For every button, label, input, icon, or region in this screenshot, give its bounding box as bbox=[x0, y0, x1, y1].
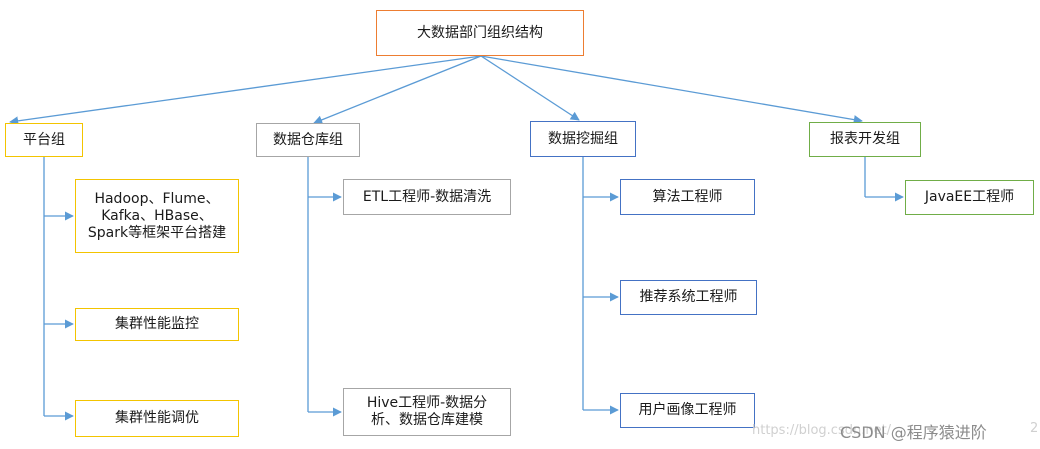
node-hive-engineer: Hive工程师-数据分析、数据仓库建模 bbox=[343, 388, 511, 436]
node-algorithm-engineer: 算法工程师 bbox=[620, 179, 755, 215]
group-node-label: 平台组 bbox=[23, 131, 65, 148]
group-node-warehouse: 数据仓库组 bbox=[256, 123, 360, 157]
arrow-root-to-mining-group bbox=[480, 55, 580, 121]
node-label: Hive工程师-数据分析、数据仓库建模 bbox=[366, 395, 488, 428]
group-node-label: 数据挖掘组 bbox=[548, 130, 618, 147]
node-cluster-tuning: 集群性能调优 bbox=[75, 400, 239, 437]
node-cluster-monitoring: 集群性能监控 bbox=[75, 308, 239, 341]
node-label: 推荐系统工程师 bbox=[639, 289, 738, 305]
node-label: 用户画像工程师 bbox=[638, 402, 737, 418]
node-hadoop-platform: Hadoop、Flume、Kafka、HBase、Spark等框架平台搭建 bbox=[75, 179, 239, 253]
node-label: 集群性能调优 bbox=[115, 410, 199, 426]
node-etl-engineer: ETL工程师-数据清洗 bbox=[343, 179, 511, 215]
node-label: ETL工程师-数据清洗 bbox=[362, 188, 492, 205]
node-label: 算法工程师 bbox=[652, 188, 723, 205]
node-label: Hadoop、Flume、Kafka、HBase、Spark等框架平台搭建 bbox=[87, 190, 227, 241]
group-node-label: 报表开发组 bbox=[830, 131, 900, 147]
arrow-root-to-platform-group bbox=[9, 55, 482, 126]
group-node-report: 报表开发组 bbox=[809, 122, 921, 157]
arrow-root-to-warehouse-group bbox=[313, 55, 482, 125]
group-node-label: 数据仓库组 bbox=[273, 131, 343, 148]
root-node-label: 大数据部门组织结构 bbox=[417, 24, 543, 41]
root-node: 大数据部门组织结构 bbox=[376, 10, 584, 56]
node-user-profile-engineer: 用户画像工程师 bbox=[620, 393, 755, 428]
node-javaee-engineer: JavaEE工程师 bbox=[905, 180, 1034, 215]
group-node-mining: 数据挖掘组 bbox=[530, 121, 636, 157]
node-recommendation-engineer: 推荐系统工程师 bbox=[620, 280, 757, 315]
arrow-root-to-report-group bbox=[480, 55, 863, 125]
group-node-platform: 平台组 bbox=[5, 123, 83, 157]
node-label: 集群性能监控 bbox=[115, 316, 199, 332]
node-label: JavaEE工程师 bbox=[924, 189, 1015, 205]
